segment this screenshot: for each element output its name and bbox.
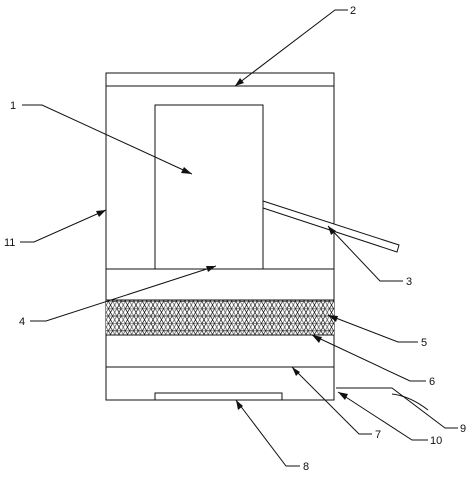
arrow-1 — [181, 167, 192, 174]
callout-label-1: 1 — [10, 100, 16, 112]
leader-3 — [327, 225, 403, 282]
callout-label-9: 9 — [460, 423, 466, 435]
arrow-2 — [235, 78, 244, 86]
leader-6 — [311, 334, 426, 382]
leader-4 — [30, 265, 217, 322]
leader-8 — [235, 399, 300, 467]
bottom-pad — [154, 392, 283, 401]
callout-label-3: 3 — [406, 276, 412, 288]
leader-9 — [336, 387, 458, 429]
arrow-3 — [328, 226, 336, 235]
arrow-8 — [236, 400, 243, 410]
callout-label-11: 11 — [4, 237, 15, 249]
leader-10 — [337, 391, 428, 441]
callout-label-8: 8 — [303, 461, 309, 473]
leader-2 — [234, 9, 348, 87]
arrow-7 — [292, 367, 300, 376]
callout-label-6: 6 — [429, 376, 435, 388]
inclined-tube — [262, 200, 400, 253]
leader-9-tail — [391, 393, 429, 411]
housing-outline — [105, 72, 335, 401]
callout-label-5: 5 — [421, 337, 427, 349]
leader-11 — [20, 209, 107, 243]
callout-label-10: 10 — [430, 435, 442, 447]
leader-lines — [20, 9, 458, 467]
leader-1 — [22, 104, 193, 175]
callout-label-2: 2 — [350, 5, 356, 17]
arrow-10 — [338, 392, 348, 400]
filter-layer-pattern-2 — [106, 300, 334, 335]
arrow-5 — [328, 315, 338, 322]
leader-5 — [327, 314, 418, 343]
leader-7 — [291, 366, 372, 435]
inner-box — [154, 104, 264, 270]
arrow-11 — [96, 210, 106, 217]
arrow-4 — [206, 266, 216, 272]
callout-label-7: 7 — [375, 429, 381, 441]
arrowheads — [96, 78, 348, 410]
arrow-6 — [312, 335, 322, 343]
callout-label-4: 4 — [19, 316, 25, 328]
